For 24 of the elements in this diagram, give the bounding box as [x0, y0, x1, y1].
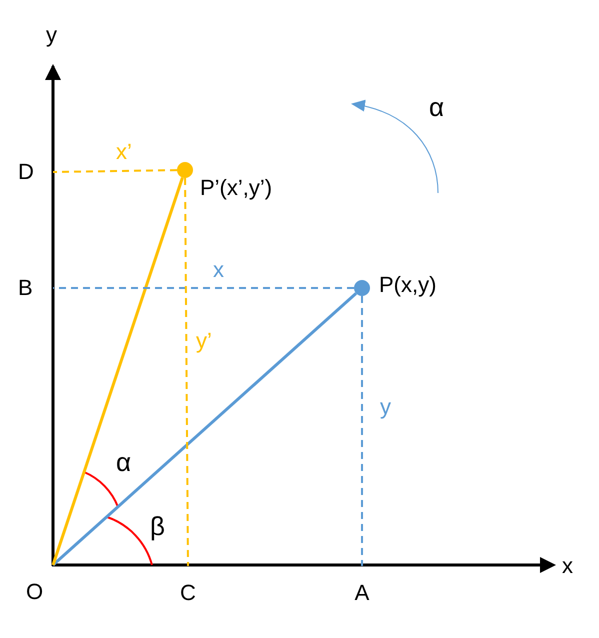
point-marker	[354, 280, 370, 296]
connector-line	[53, 287, 354, 289]
point-label: A	[344, 566, 380, 604]
point-label: O	[26, 565, 53, 603]
distance-label: y	[380, 396, 391, 418]
connector-line	[52, 292, 358, 566]
connector-line	[184, 178, 189, 566]
connector-line	[361, 296, 363, 566]
point-label: P(x,y)	[379, 274, 436, 296]
distance-label: x	[213, 259, 224, 281]
angle-label: α	[429, 94, 444, 120]
point-label: D	[18, 156, 53, 188]
point-label: C	[170, 566, 206, 604]
distance-label: x’	[116, 141, 132, 163]
point-label: B	[18, 272, 53, 304]
point-marker	[177, 162, 193, 178]
axis-label: x	[562, 555, 573, 577]
angle-label: α	[116, 449, 132, 475]
connector-line	[52, 169, 178, 173]
angle-label: β	[150, 513, 165, 539]
point-label: P’(x’,y’)	[200, 177, 272, 199]
distance-label: y’	[196, 330, 212, 352]
connector-line	[52, 177, 184, 566]
axis-label: y	[46, 24, 57, 46]
